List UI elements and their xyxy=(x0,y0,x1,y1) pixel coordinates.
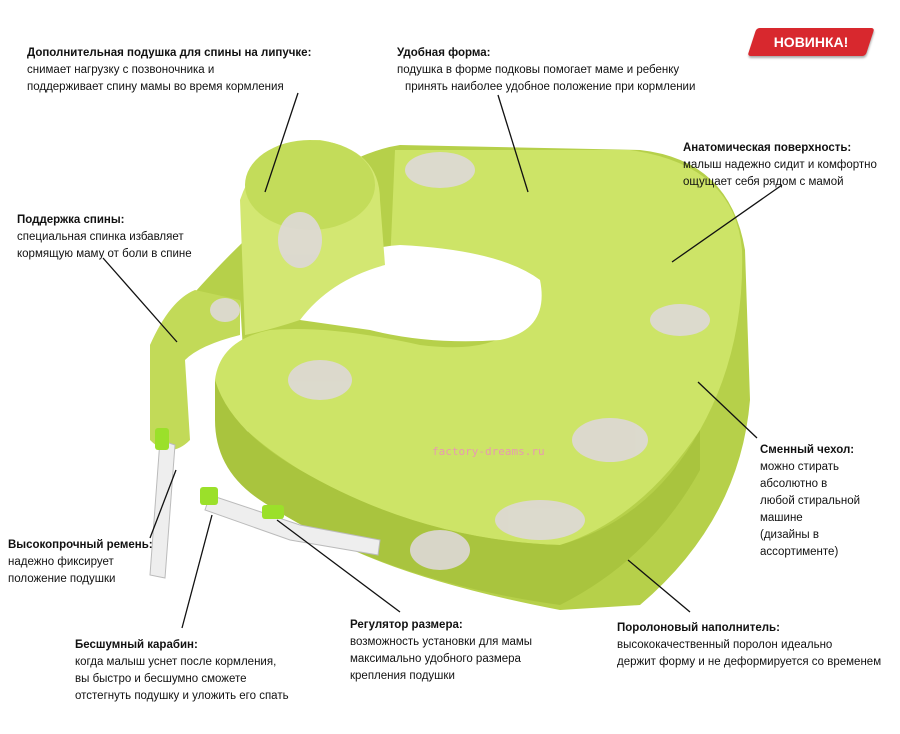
strap-front xyxy=(204,494,381,556)
annotation-shape: Удобная форма: подушка в форме подковы п… xyxy=(397,45,695,96)
annotation-line: (дизайны в ассортименте) xyxy=(760,529,839,558)
annotation-line: высококачественный поролон идеально xyxy=(617,639,833,651)
annotation-anatomic: Анатомическая поверхность: малыш надежно… xyxy=(683,140,877,191)
buckle xyxy=(200,487,218,505)
size-regulator xyxy=(262,505,284,519)
annotation-title: Бесшумный карабин: xyxy=(75,639,198,651)
strap-left xyxy=(149,439,176,579)
annotation-title: Высокопрочный ремень: xyxy=(8,539,153,551)
annotation-back-pad: Дополнительная подушка для спины на липу… xyxy=(27,45,311,96)
annotation-title: Поролоновый наполнитель: xyxy=(617,622,780,634)
annotation-line: крепления подушки xyxy=(350,670,455,682)
back-cushion-face xyxy=(245,140,375,230)
leader-lines xyxy=(102,92,783,629)
annotation-title: Сменный чехол: xyxy=(760,444,855,456)
annotation-line: вы быстро и бесшумно сможете xyxy=(75,673,247,685)
carabiner xyxy=(155,428,169,450)
annotation-line: возможность установки для мамы xyxy=(350,636,533,648)
annotation-line: ощущает себя рядом с мамой xyxy=(683,176,844,188)
annotation-line: принять наиболее удобное положение при к… xyxy=(405,81,696,93)
annotation-line: положение подушки xyxy=(8,573,116,585)
annotation-line: можно стирать абсолютно в xyxy=(760,461,840,490)
annotation-line: малыш надежно сидит и комфортно xyxy=(683,159,877,171)
annotation-line: когда малыш уснет после кормления, xyxy=(75,656,277,668)
annotation-title: Дополнительная подушка для спины на липу… xyxy=(27,47,312,59)
elephant-print xyxy=(210,152,710,570)
annotation-line: подушка в форме подковы помогает маме и … xyxy=(397,64,680,76)
annotation-title: Регулятор размера: xyxy=(350,619,463,631)
annotation-line: любой стиральной машине xyxy=(760,495,861,524)
annotation-line: максимально удобного размера xyxy=(350,653,521,665)
annotation-line: держит форму и не деформируется со време… xyxy=(617,656,882,668)
pillow-front-side xyxy=(215,380,700,605)
annotation-title: Поддержка спины: xyxy=(17,214,125,226)
annotation-line: поддерживает спину мамы во время кормлен… xyxy=(27,81,284,93)
watermark: factory-dreams.ru xyxy=(432,445,545,458)
annotation-carabiner: Бесшумный карабин: когда малыш уснет пос… xyxy=(75,637,289,705)
annotation-title: Анатомическая поверхность: xyxy=(683,142,852,154)
annotation-title: Удобная форма: xyxy=(397,47,491,59)
annotation-line: надежно фиксирует xyxy=(8,556,114,568)
left-arm xyxy=(150,290,240,450)
annotation-strap: Высокопрочный ремень: надежно фиксирует … xyxy=(8,537,153,588)
annotation-line: специальная спинка избавляет xyxy=(17,231,184,243)
annotation-cover: Сменный чехол: можно стирать абсолютно в… xyxy=(760,442,900,561)
annotation-back-support: Поддержка спины: специальная спинка изба… xyxy=(17,212,192,263)
annotation-line: отстегнуть подушку и уложить его спать xyxy=(75,690,289,702)
new-badge: НОВИНКА! xyxy=(773,34,849,50)
annotation-filler: Поролоновый наполнитель: высококачествен… xyxy=(617,620,881,671)
annotation-line: кормящую маму от боли в спине xyxy=(17,248,192,260)
annotation-line: снимает нагрузку с позвоночника и xyxy=(27,64,215,76)
annotation-size-regulator: Регулятор размера: возможность установки… xyxy=(350,617,532,685)
